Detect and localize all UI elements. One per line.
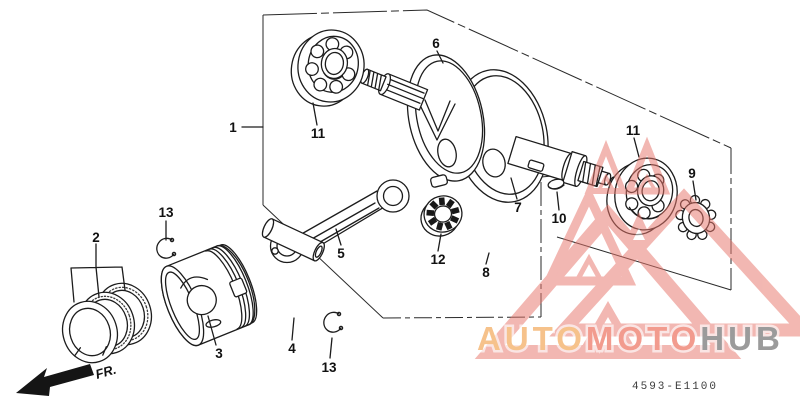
fr-label: FR.: [94, 362, 118, 382]
fr-arrow-icon: [16, 364, 94, 396]
wordmark-moto: MOTO: [586, 320, 700, 357]
rod-small-end: [376, 179, 410, 213]
svg-text:AUTOMOTOHUB: AUTOMOTOHUB: [477, 320, 784, 357]
keyway-flat: [527, 159, 545, 172]
part-circlip-right: [323, 311, 344, 333]
crank-right-shaft: [507, 135, 617, 188]
callout-10-key: 10: [551, 211, 566, 226]
part-circlip-left: [156, 237, 177, 259]
part-piston-rings: [61, 243, 153, 364]
callout-11-bearing-left: 11: [311, 126, 326, 141]
callout-13-circlip-left: 13: [158, 205, 174, 220]
svg-text:AUTOMOTOHUB: AUTOMOTOHUB: [477, 320, 784, 357]
wordmark-hub: HUB: [700, 320, 784, 357]
thread-hatch: [582, 161, 601, 187]
callout-5-connecting-rod: 5: [337, 246, 345, 261]
watermark-wordmark: AUTOMOTOHUB AUTOMOTOHUB: [475, 318, 784, 360]
part-woodruff-key: [547, 178, 565, 190]
needle-rollers: [426, 197, 460, 231]
callout-7-flywheel: 7: [514, 200, 522, 215]
part-piston-pin: [261, 218, 325, 262]
callout-1-crank-assy: 1: [229, 120, 237, 135]
bearing-balls: [305, 37, 356, 94]
callout-11-bearing-right: 11: [626, 123, 641, 138]
callout-12-needle-bearing: 12: [430, 252, 445, 267]
callout-2-ring-set: 2: [92, 230, 100, 245]
front-direction-marker: FR.: [16, 362, 118, 396]
callout-4-piston-pin: 4: [288, 341, 296, 356]
part-ball-bearing-left: [290, 29, 365, 107]
part-piston: [160, 244, 258, 347]
callout-13-circlip-right: 13: [321, 360, 337, 375]
wordmark-auto: AUTO: [477, 320, 586, 357]
watermark-logo: [474, 136, 800, 359]
callout-9-sprocket: 9: [688, 166, 696, 181]
callouts: 1 2 3 4 5 6 7 8 9 10 11 11 12 13 13: [92, 36, 696, 375]
drawing-code: 4593-E1100: [632, 381, 718, 393]
callout-3-piston: 3: [215, 346, 223, 361]
part-needle-bearing: [420, 195, 463, 237]
ring-grooves: [205, 244, 258, 330]
callout-6-crankshaft: 6: [432, 36, 440, 51]
piston-interior-dome: [186, 284, 217, 316]
callout-8-pin: 8: [482, 265, 490, 280]
pin-boss-notch: [229, 277, 248, 298]
crank-left-shaft: [360, 68, 429, 111]
callout-2-bracket: [70, 243, 126, 303]
flywheel-oval-hole: [482, 148, 506, 178]
crank-hole: [437, 138, 457, 168]
watermark-triangle-tiny: [626, 212, 652, 240]
crank-web-cutout: [418, 102, 456, 141]
crankpin-end: [430, 174, 448, 188]
leader-lines: [165, 50, 697, 359]
part-crankshaft: [360, 54, 617, 203]
